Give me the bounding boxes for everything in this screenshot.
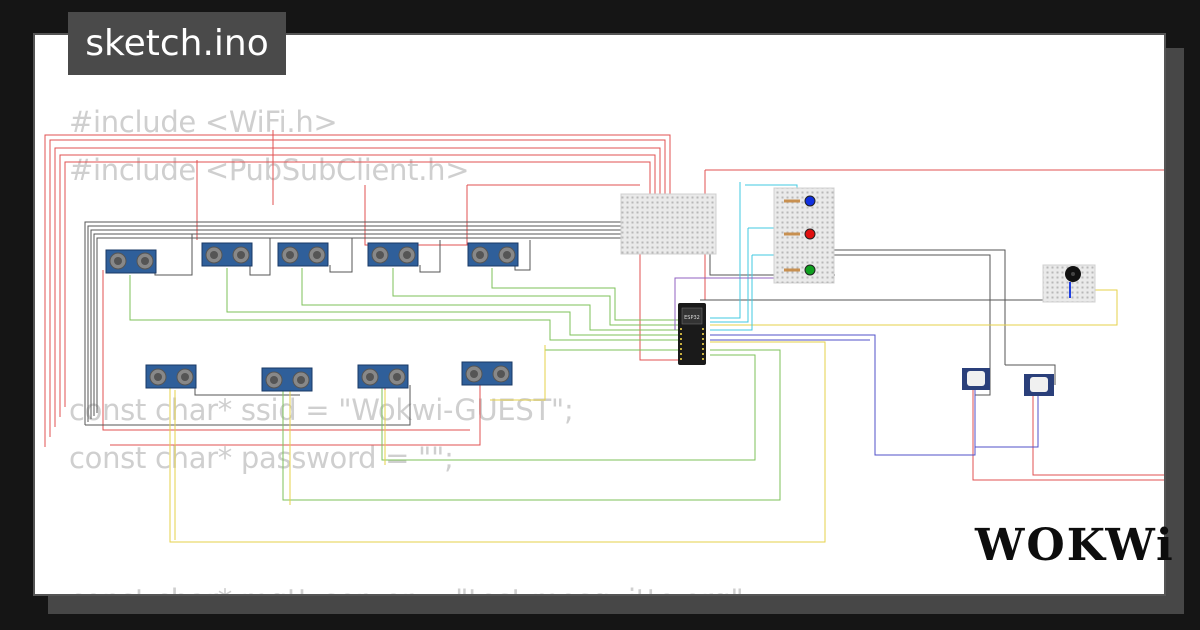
code-line-ssid: const char* ssid = "Wokwi-GUEST"; [69,393,574,427]
ultrasonic-sensor-5 [467,242,519,267]
ultrasonic-sensor-9 [461,361,513,386]
esp32-board: ESP32 [678,303,706,365]
purple-wire [674,277,775,330]
breadboard-leds [773,187,835,284]
code-line-include-pubsub: #include <PubSubClient.h> [69,153,470,187]
gray-wires [84,221,1070,426]
wokwi-logo: WOKWi [975,520,1173,580]
ultrasonic-sensor-4 [367,242,419,267]
ultrasonic-sensor-6 [145,364,197,389]
blue-led-icon [804,195,816,207]
red-led-icon [804,228,816,240]
ultrasonic-sensor-7 [261,367,313,392]
green-led-icon [804,264,816,276]
esp32-label: ESP32 [684,315,700,321]
ultrasonic-sensor-1 [105,249,157,274]
preview-card: #include <WiFi.h> #include <PubSubClient… [33,33,1166,596]
red-wires [44,130,1164,481]
ultrasonic-sensor-2 [201,242,253,267]
pir-sensor-1 [962,368,990,390]
yellow-wires [169,289,1118,543]
blue-wires [710,334,1039,456]
wokwi-logo-text: WOKWi [975,520,1175,571]
code-line-include-wifi: #include <WiFi.h> [69,105,338,139]
breadboard-buzzer [1042,264,1096,303]
code-line-mqtt-server: const char* mqtt_server = "test.mosquitt… [69,583,753,594]
code-line-password: const char* password = ""; [69,441,454,475]
green-wires [129,268,781,501]
ultrasonic-sensor-8 [357,364,409,389]
ultrasonic-sensor-3 [277,242,329,267]
breadboard-main [620,193,717,255]
file-name-tab: sketch.ino [68,12,286,75]
pir-sensor-2 [1024,374,1054,396]
